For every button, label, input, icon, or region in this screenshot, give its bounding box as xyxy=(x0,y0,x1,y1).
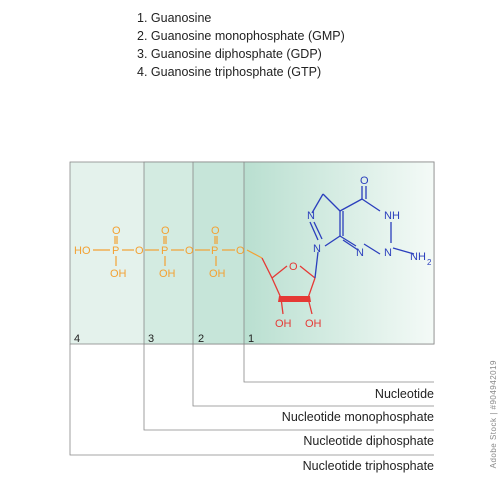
region-number-1: 1 xyxy=(248,333,255,345)
region-number-2: 2 xyxy=(198,333,205,345)
region-number-3: 3 xyxy=(148,333,155,345)
leader-line-1 xyxy=(243,344,434,383)
atom-oh: OH xyxy=(209,268,226,280)
region-guanosine xyxy=(243,161,435,345)
atom-c2-n: N xyxy=(384,247,392,259)
legend-item-gtp: 4. Guanosine triphosphate (GTP) xyxy=(137,65,322,79)
ribose-oh-3: OH xyxy=(305,318,322,330)
atom-n3: N xyxy=(356,247,364,259)
region-number-4: 4 xyxy=(74,333,81,345)
atom-n1h: NH xyxy=(384,210,400,222)
ribose-oh-2: OH xyxy=(275,318,292,330)
atom-ho: HO xyxy=(74,245,91,257)
atom-o: O xyxy=(236,245,245,257)
leader-lines xyxy=(69,344,434,456)
legend-item-gdp: 3. Guanosine diphosphate (GDP) xyxy=(137,47,322,61)
label-nucleotide-monophosphate: Nucleotide monophosphate xyxy=(281,410,434,424)
label-nucleotide: Nucleotide xyxy=(374,387,434,401)
phosphate-chain: HO P O OH O P O OH O P O OH O xyxy=(74,225,263,280)
legend-item-guanosine: 1. Guanosine xyxy=(137,11,212,25)
label-nucleotide-triphosphate: Nucleotide triphosphate xyxy=(302,459,434,473)
atom-p: P xyxy=(211,245,218,257)
atom-o: O xyxy=(211,225,220,237)
atom-oh: OH xyxy=(110,268,127,280)
atom-nh2: NH xyxy=(410,251,426,263)
atom-p: P xyxy=(112,245,119,257)
atom-n9: N xyxy=(313,243,321,255)
atom-o: O xyxy=(185,245,194,257)
guanine-base: N N O NH N N NH 2 xyxy=(307,175,432,279)
ribose-ring-o: O xyxy=(289,261,298,273)
atom-o: O xyxy=(135,245,144,257)
ribose-bold-bond xyxy=(278,296,311,302)
legend-item-gmp: 2. Guanosine monophosphate (GMP) xyxy=(137,29,345,43)
atom-nh2-subscript: 2 xyxy=(427,258,432,267)
stock-id-watermark: Adobe Stock | #904942019 xyxy=(489,360,498,469)
atom-o: O xyxy=(112,225,121,237)
atom-o: O xyxy=(161,225,170,237)
leader-line-4 xyxy=(69,344,434,456)
legend-list: 1. Guanosine 2. Guanosine monophosphate … xyxy=(137,9,345,81)
label-nucleotide-diphosphate: Nucleotide diphosphate xyxy=(303,434,434,448)
leader-line-3 xyxy=(143,344,434,431)
atom-oh: OH xyxy=(159,268,176,280)
atom-p: P xyxy=(161,245,168,257)
atom-o6: O xyxy=(360,175,369,187)
ribose-ring: O OH OH xyxy=(261,257,322,330)
atom-n7: N xyxy=(307,210,315,222)
leader-line-2 xyxy=(192,344,434,407)
